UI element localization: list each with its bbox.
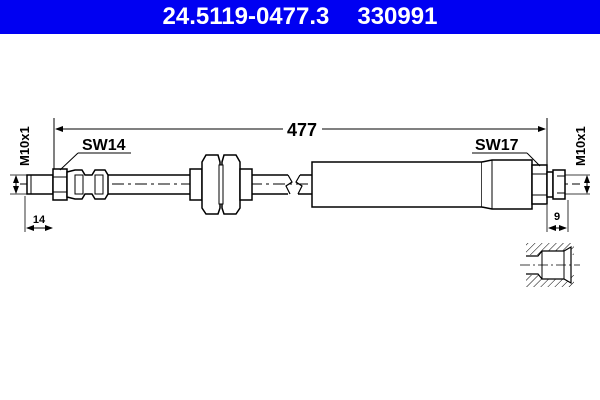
left-thread-label: M10x1 [17, 126, 32, 166]
left-thread-dimension: M10x1 [10, 126, 32, 195]
right-wrench-size: SW17 [472, 137, 541, 167]
right-fitting [311, 159, 566, 210]
right-thread-label: M10x1 [573, 126, 588, 166]
left-thread-length-label: 14 [33, 214, 46, 226]
overall-length-dimension: 477 [53, 118, 548, 175]
right-thread-length-dimension: 9 [546, 200, 569, 232]
mounting-grommet [189, 154, 253, 215]
sw14-label: SW14 [82, 137, 126, 154]
title-bar: 24.5119-0477.3 330991 [0, 0, 600, 34]
overall-length-label: 477 [287, 120, 317, 140]
right-thread-length-label: 9 [554, 211, 560, 223]
sw17-label: SW17 [475, 137, 519, 154]
right-thread-dimension: M10x1 [565, 126, 590, 195]
part-number: 24.5119-0477.3 [162, 3, 330, 30]
left-wrench-size: SW14 [59, 137, 131, 171]
left-fitting [26, 168, 109, 201]
reference-number: 330991 [357, 3, 438, 30]
left-thread-length-dimension: 14 [24, 196, 53, 232]
break-mark [285, 174, 293, 195]
port-section-detail [520, 243, 580, 287]
